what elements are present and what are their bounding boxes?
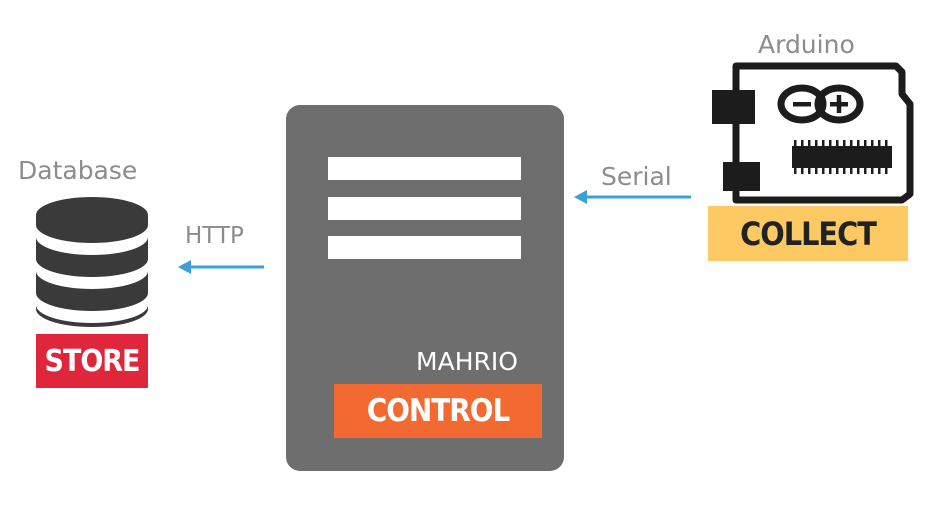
- control-badge: CONTROL: [334, 384, 542, 438]
- http-arrow: [178, 260, 264, 274]
- arduino-usb-port: [712, 90, 755, 124]
- store-badge: STORE: [36, 334, 148, 388]
- mahrio-label-text: MAHRIO: [416, 347, 518, 376]
- database-disk-2: [36, 271, 148, 311]
- server-slot-bar-3: [328, 236, 521, 259]
- arduino-label: Arduino: [758, 30, 855, 59]
- server-slot-bar-1: [328, 157, 521, 180]
- mahrio-label: MAHRIO: [286, 347, 564, 376]
- database-disk-1: [36, 237, 148, 277]
- serial-label: Serial: [601, 162, 672, 191]
- collect-badge: COLLECT: [708, 206, 908, 261]
- arduino-board-icon: [712, 62, 914, 204]
- database-top-disk: [36, 197, 148, 243]
- database-disk-3: [36, 305, 148, 327]
- arduino-board-outline: [732, 62, 914, 204]
- arduino-power-jack: [723, 162, 760, 191]
- serial-arrow: [574, 190, 691, 204]
- database-label: Database: [18, 156, 138, 185]
- http-label: HTTP: [185, 223, 244, 249]
- server-slot-bar-2: [328, 197, 521, 220]
- database-icon: [36, 197, 148, 327]
- arduino-chip: [792, 140, 892, 174]
- arduino-infinity-logo: [777, 84, 864, 124]
